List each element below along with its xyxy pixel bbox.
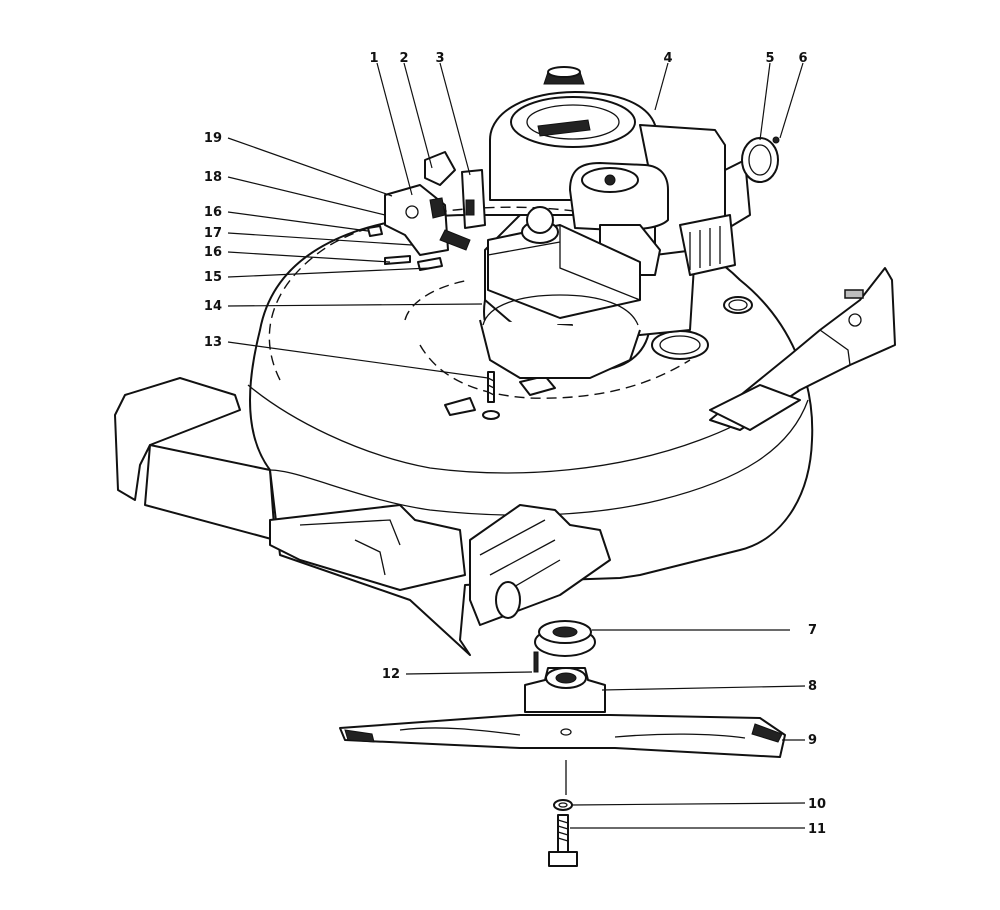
callout-14: 14	[204, 299, 222, 314]
callout-2: 2	[399, 51, 408, 66]
callout-5: 5	[765, 51, 774, 66]
throttle-linkage	[367, 151, 486, 271]
blade-assembly	[339, 371, 786, 867]
callout-11: 11	[808, 822, 826, 837]
callout-9: 9	[808, 733, 817, 748]
leader-lines	[227, 62, 806, 829]
mower-deck	[114, 206, 896, 656]
callout-19: 19	[204, 131, 222, 146]
callout-labels: 1 2 3 4 5 6 7 8 9 10 11 12 13 14 15 16 1…	[204, 51, 826, 837]
muffler-deflector	[741, 136, 780, 183]
callout-18: 18	[204, 170, 222, 185]
engine	[479, 66, 751, 379]
callout-4: 4	[663, 51, 672, 66]
callout-16-lower: 16	[204, 245, 222, 260]
callout-17: 17	[204, 226, 222, 241]
callout-1: 1	[369, 51, 378, 66]
callout-13: 13	[204, 335, 222, 350]
callout-10: 10	[808, 797, 826, 812]
callout-8: 8	[808, 679, 817, 694]
callout-3: 3	[435, 51, 444, 66]
callout-7: 7	[808, 623, 817, 638]
callout-15: 15	[204, 270, 222, 285]
callout-12: 12	[382, 667, 400, 682]
callout-16-upper: 16	[204, 205, 222, 220]
callout-6: 6	[798, 51, 807, 66]
